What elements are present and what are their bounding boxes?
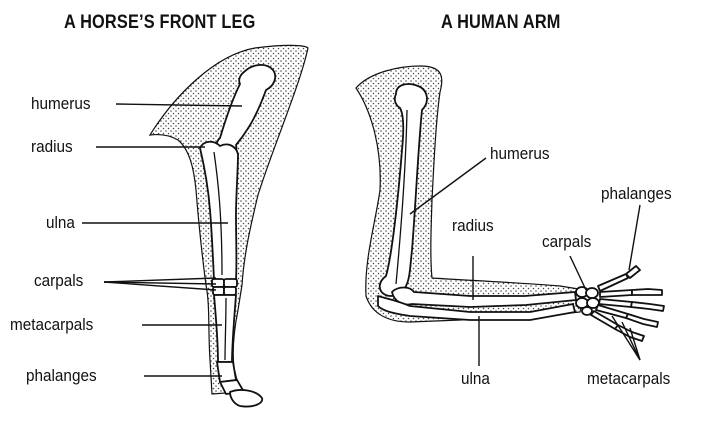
human-label-ulna: ulna <box>461 369 490 388</box>
human-leader-lines <box>409 157 641 366</box>
human-phalanx-bones <box>614 265 665 342</box>
human-label-humerus: humerus <box>490 144 550 163</box>
horse-label-radius: radius <box>31 137 73 156</box>
horse-phalanx-bones <box>216 361 264 408</box>
horse-label-carpals: carpals <box>34 271 84 290</box>
human-diagram-title: A HUMAN ARM <box>441 12 561 33</box>
human-label-carpals: carpals <box>542 232 592 251</box>
human-label-phalanges: phalanges <box>601 184 672 203</box>
horse-label-phalanges: phalanges <box>26 366 97 385</box>
human-ulna-bone <box>377 295 576 321</box>
human-metacarpal-bones <box>590 273 633 330</box>
human-label-metacarpals: metacarpals <box>587 369 671 388</box>
horse-radius-bone <box>199 140 239 283</box>
horse-diagram-title: A HORSE’S FRONT LEG <box>64 12 256 33</box>
human-arm-illustration <box>355 65 665 342</box>
human-label-radius: radius <box>452 216 494 235</box>
horse-label-humerus: humerus <box>31 94 91 113</box>
human-carpal-bones <box>575 286 600 316</box>
horse-label-ulna: ulna <box>46 213 75 232</box>
horse-label-metacarpals: metacarpals <box>10 315 94 334</box>
horse-leg-illustration <box>148 44 309 408</box>
horse-carpal-bones <box>211 278 238 296</box>
horse-leader-lines <box>82 103 243 377</box>
